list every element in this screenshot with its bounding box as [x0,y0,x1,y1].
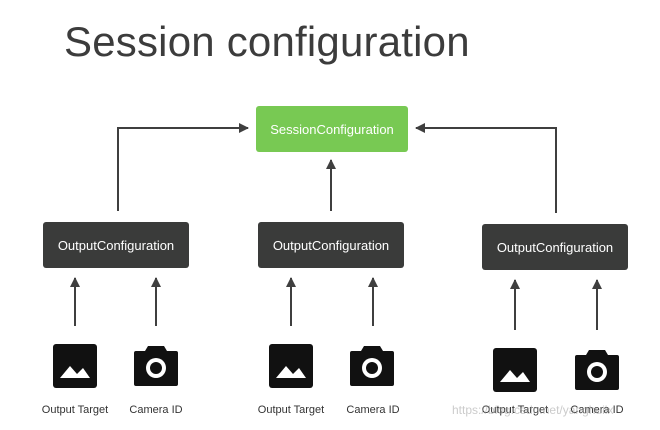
output-target-label: Output Target [41,404,109,416]
output-configuration-box: OutputConfiguration [482,224,628,270]
camera-id-label: Camera ID [346,404,400,416]
camera-id-label: Camera ID [570,404,624,416]
watermark: https://blog.csdn.net/yanghuilx [452,403,614,417]
output-target-label: Output Target [481,404,549,416]
output-configuration-box: OutputConfiguration [258,222,404,268]
page-title: Session configuration [64,18,470,65]
image-icon [269,344,313,388]
output-configuration-box: OutputConfiguration [43,222,189,268]
output-target-label: Output Target [257,404,325,416]
arrow-output3-to-session [415,123,557,213]
camera-id-label: Camera ID [129,404,183,416]
image-icon [493,348,537,392]
session-configuration-box: SessionConfiguration [256,106,408,152]
image-icon [53,344,97,388]
camera-icon [575,350,619,390]
arrow-output1-to-session [117,123,249,211]
camera-icon [350,346,394,386]
camera-icon [134,346,178,386]
